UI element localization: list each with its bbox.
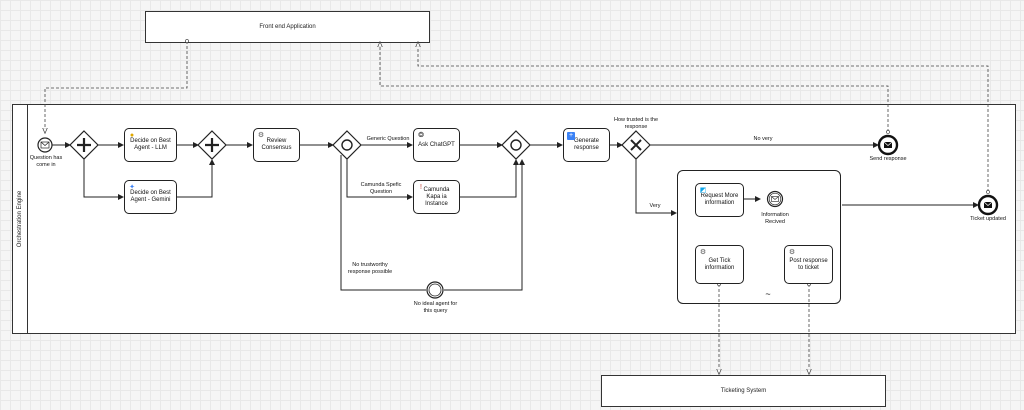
parallel-join-gateway[interactable]: [197, 130, 227, 160]
send-response-label: Send response: [869, 156, 907, 162]
task-post-response-label: Post response to ticket: [789, 257, 828, 271]
task-get-tick-info-label: Get Tick information: [704, 257, 735, 271]
information-received-label: Information Recived: [761, 212, 789, 225]
parallel-split-gateway[interactable]: [69, 130, 99, 160]
task-decide-gemini-label: Decide on Best Agent - Gemini: [130, 190, 171, 203]
generate-plus-icon: +: [567, 132, 575, 140]
task-get-tick-info[interactable]: ⚙ Get Tick information: [695, 245, 744, 284]
camunda-specific-label: Camunda Spefic Question: [360, 182, 402, 195]
start-event[interactable]: [37, 137, 53, 153]
task-request-more-info-label: Request More information: [700, 193, 739, 206]
how-trusted-label: How trusted is the response: [613, 117, 659, 130]
request-icon: ◩: [699, 187, 707, 194]
flow-gemini-to-join: [177, 159, 215, 198]
msg-frontend-to-start: [45, 41, 187, 131]
flow-xor-to-kapa: [346, 159, 413, 200]
task-decide-llm[interactable]: ● Decide on Best Agent - LLM: [124, 128, 177, 162]
no-very-label: No very: [753, 136, 773, 142]
frontend-pool-label: Front end Application: [259, 24, 316, 30]
trust-decision-gateway[interactable]: [621, 130, 651, 160]
task-camunda-kapa[interactable]: ǃ Camunda Kapa ia Instance: [413, 180, 460, 214]
gemini-sparkle-icon: ✦: [129, 184, 135, 191]
service-gear-icon: ⚙: [788, 249, 796, 256]
subprocess-marker: ~: [765, 289, 771, 299]
flow-noagent-to-merge: [444, 159, 525, 291]
task-request-more-info[interactable]: ◩ Request More information: [695, 183, 744, 217]
task-review-consensus-label: Review Consensus: [261, 138, 292, 151]
task-generate-response[interactable]: + Generate response: [563, 128, 610, 162]
merge-gateway[interactable]: [501, 130, 531, 160]
kapa-icon: ǃ: [420, 184, 422, 191]
flow-kapa-to-merge: [460, 159, 519, 198]
send-response-end-event[interactable]: [877, 134, 899, 156]
start-event-label: Question has come in: [29, 155, 63, 168]
flow-split-to-gemini: [83, 159, 124, 200]
task-ask-chatgpt-label: Ask ChatGPT: [418, 141, 455, 148]
task-camunda-kapa-label: Camunda Kapa ia Instance: [423, 186, 450, 207]
task-review-consensus[interactable]: ⚙ Review Consensus: [253, 128, 300, 162]
flow-xor-to-noagent: [340, 155, 426, 291]
lane-header: Orchestration Engine: [13, 105, 28, 333]
chatgpt-icon: ❂: [418, 132, 424, 139]
frontend-pool: Front end Application: [145, 11, 430, 43]
no-ideal-agent-label: No ideal agent for this query: [413, 301, 458, 314]
no-trustworthy-label: No trustworthy response possible: [347, 262, 393, 275]
ticketing-pool-label: Ticketing System: [720, 388, 767, 394]
very-label: Very: [649, 203, 661, 209]
llm-icon: ●: [129, 132, 135, 139]
msg-ticket-to-frontend: [418, 44, 988, 192]
information-received-event[interactable]: [766, 190, 784, 208]
generic-question-label: Generic Question: [366, 136, 410, 142]
ticket-updated-label: Ticket updated: [970, 216, 1006, 222]
no-ideal-agent-event[interactable]: [426, 281, 444, 299]
task-post-response[interactable]: ⚙ Post response to ticket: [784, 245, 833, 284]
ticketing-pool: Ticketing System: [601, 375, 886, 407]
task-decide-gemini[interactable]: ✦ Decide on Best Agent - Gemini: [124, 180, 177, 214]
task-decide-llm-label: Decide on Best Agent - LLM: [130, 138, 171, 151]
service-gear-icon: ⚙: [257, 132, 265, 139]
task-generate-response-label: Generate response: [573, 138, 600, 151]
ticket-updated-end-event[interactable]: [977, 194, 999, 216]
task-ask-chatgpt[interactable]: ❂ Ask ChatGPT: [413, 128, 460, 162]
question-type-gateway[interactable]: [332, 130, 362, 160]
service-gear-icon: ⚙: [699, 249, 707, 256]
